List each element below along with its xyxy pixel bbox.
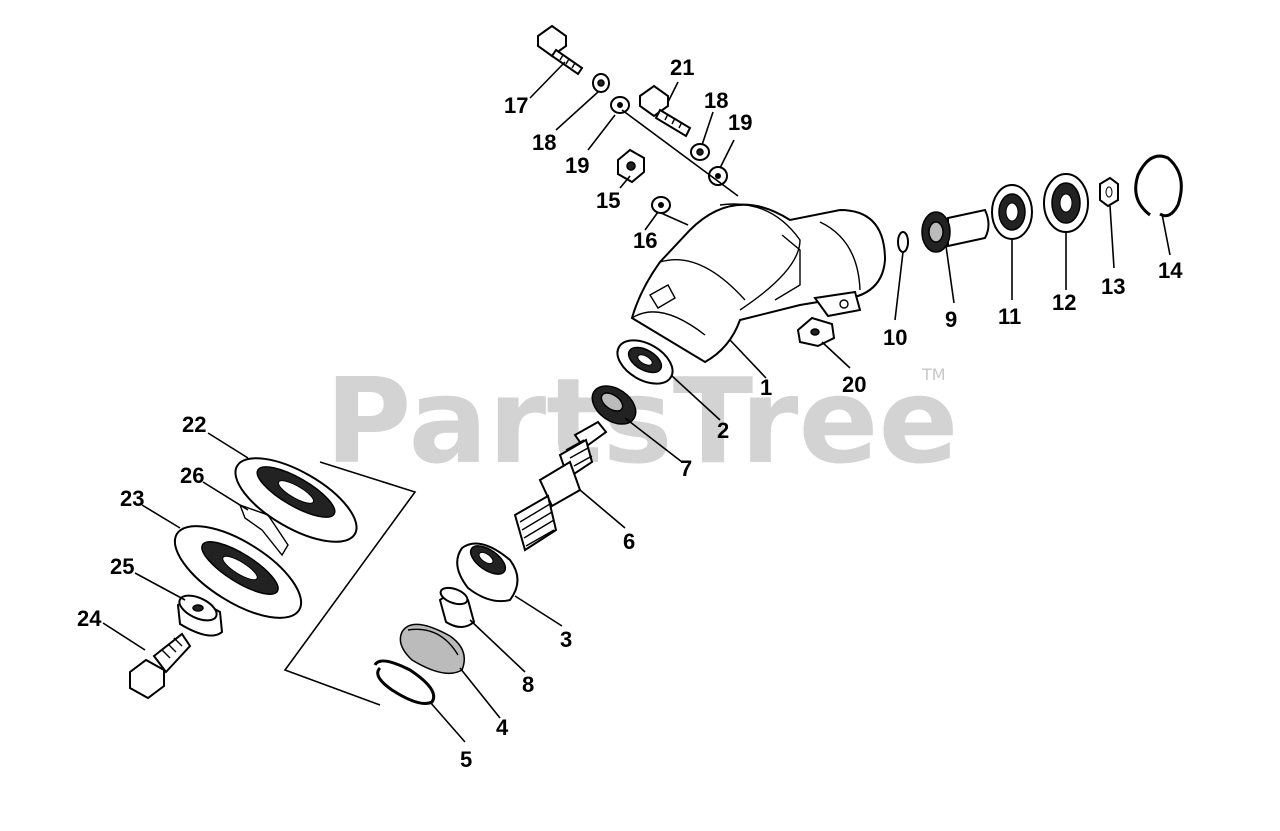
- callout-16[interactable]: 16: [633, 228, 657, 253]
- part-4-seal[interactable]: [399, 623, 465, 675]
- callout-25[interactable]: 25: [110, 554, 134, 579]
- part-10-ring[interactable]: [897, 231, 909, 253]
- leader-lines: [102, 61, 1171, 743]
- part-3-bearing[interactable]: [456, 540, 519, 603]
- part-26-blade-key[interactable]: [238, 503, 289, 557]
- callout-5[interactable]: 5: [460, 747, 472, 772]
- part-16-washer[interactable]: [651, 196, 671, 214]
- part-19-washer-right[interactable]: [708, 166, 728, 186]
- part-24-bolt[interactable]: [129, 632, 192, 700]
- part-19-washer-upper[interactable]: [610, 96, 630, 114]
- callout-17[interactable]: 17: [504, 93, 528, 118]
- part-11-bearing[interactable]: [991, 184, 1033, 240]
- callout-18-upper[interactable]: 18: [532, 130, 556, 155]
- callout-21[interactable]: 21: [670, 55, 694, 80]
- callout-19-right[interactable]: 19: [728, 110, 752, 135]
- part-14-snap-ring[interactable]: [1134, 154, 1183, 218]
- part-15-nut[interactable]: [617, 148, 645, 184]
- callout-1[interactable]: 1: [760, 375, 772, 400]
- part-21-bolt[interactable]: [639, 84, 692, 138]
- callout-8[interactable]: 8: [522, 672, 534, 697]
- part-18-nut-upper[interactable]: [592, 73, 610, 93]
- part-1-gear-housing[interactable]: [630, 203, 887, 364]
- callout-24[interactable]: 24: [77, 606, 102, 631]
- watermark-trademark: TM: [921, 365, 946, 384]
- part-23-lower-cup[interactable]: [161, 508, 315, 635]
- part-22-blade-holder[interactable]: [223, 442, 369, 558]
- part-9-pinion-gear[interactable]: [921, 208, 990, 253]
- part-12-bearing[interactable]: [1043, 173, 1089, 233]
- callout-9[interactable]: 9: [945, 307, 957, 332]
- callout-20[interactable]: 20: [842, 372, 866, 397]
- callout-15[interactable]: 15: [596, 188, 620, 213]
- part-20-plate-nut[interactable]: [796, 316, 836, 348]
- callout-6[interactable]: 6: [623, 529, 635, 554]
- callout-3[interactable]: 3: [560, 627, 572, 652]
- part-13-nut[interactable]: [1099, 176, 1119, 208]
- part-8-spacer[interactable]: [438, 585, 476, 628]
- callout-13[interactable]: 13: [1101, 274, 1125, 299]
- callout-10[interactable]: 10: [883, 325, 907, 350]
- callout-7[interactable]: 7: [680, 456, 692, 481]
- callout-2[interactable]: 2: [717, 418, 729, 443]
- blade-group-bracket: [283, 461, 417, 706]
- callout-22[interactable]: 22: [182, 412, 206, 437]
- callout-12[interactable]: 12: [1052, 290, 1076, 315]
- part-25-nut[interactable]: [176, 590, 224, 637]
- part-7-bevel-gear[interactable]: [585, 378, 643, 432]
- part-18-nut-right[interactable]: [690, 143, 710, 161]
- callout-23[interactable]: 23: [120, 486, 144, 511]
- part-2-bearing[interactable]: [610, 331, 680, 392]
- callout-18-right[interactable]: 18: [704, 88, 728, 113]
- part-5-snap-ring[interactable]: [373, 659, 436, 705]
- callout-26[interactable]: 26: [180, 463, 204, 488]
- callout-19-upper[interactable]: 19: [565, 153, 589, 178]
- callout-14[interactable]: 14: [1158, 258, 1183, 283]
- callout-4[interactable]: 4: [496, 715, 509, 740]
- callout-11[interactable]: 11: [998, 304, 1021, 329]
- part-17-bolt[interactable]: [537, 24, 584, 76]
